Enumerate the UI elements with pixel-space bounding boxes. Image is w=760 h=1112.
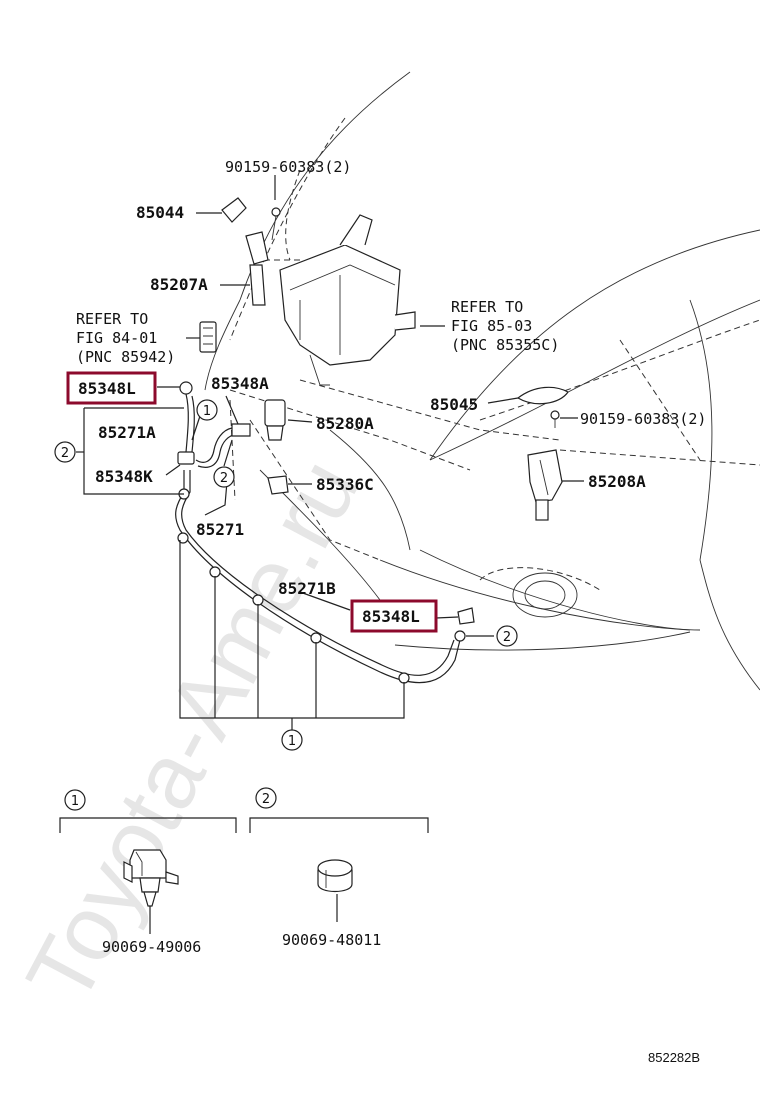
highlight-85348l-top <box>66 371 157 405</box>
svg-text:2: 2 <box>220 471 228 486</box>
label-refer2-l1: REFER TO <box>451 298 523 316</box>
callout-leaders <box>76 175 445 730</box>
label-85336c: 85336C <box>316 475 374 494</box>
pump-85280a <box>264 399 313 441</box>
label-refer2-l3: (PNC 85355C) <box>451 336 559 354</box>
screw-right <box>550 410 578 428</box>
label-90159-top: 90159-60383(2) <box>225 158 351 176</box>
callout-1-a: 1 <box>196 399 218 421</box>
label-85045: 85045 <box>430 395 478 414</box>
bracket-85207a <box>245 207 281 306</box>
svg-text:2: 2 <box>503 630 511 645</box>
label-85271a: 85271A <box>98 423 156 442</box>
body-outline <box>204 71 760 691</box>
hose-assembly <box>157 381 494 684</box>
label-85348k: 85348K <box>95 467 153 486</box>
svg-text:2: 2 <box>262 792 270 807</box>
svg-text:1: 1 <box>203 404 211 419</box>
callout-2-b: 2 <box>213 466 235 488</box>
label-85271: 85271 <box>196 520 244 539</box>
label-90159-right: 90159-60383(2) <box>580 410 706 428</box>
label-85348a: 85348A <box>211 374 269 393</box>
svg-text:2: 2 <box>61 446 69 461</box>
cap-85044 <box>221 197 247 223</box>
label-refer1-l3: (PNC 85942) <box>76 348 175 366</box>
label-90069-48011: 90069-48011 <box>282 931 381 949</box>
cap-85045 <box>516 386 569 405</box>
label-refer1-l2: FIG 84-01 <box>76 329 157 347</box>
label-85207a: 85207A <box>150 275 208 294</box>
washer-tank <box>255 214 416 386</box>
nozzle-85208a <box>527 449 584 521</box>
legend-clip-2: 2 <box>249 787 429 922</box>
label-90069-49006: 90069-49006 <box>102 938 201 956</box>
label-refer2-l2: FIG 85-03 <box>451 317 532 335</box>
connector-84-01 <box>186 321 217 353</box>
svg-text:1: 1 <box>288 734 296 749</box>
label-85348l-mid: 85348L <box>362 607 420 626</box>
label-85280a: 85280A <box>316 414 374 433</box>
diagram-code: 852282B <box>648 1050 700 1065</box>
grommet-85336c <box>267 475 289 495</box>
legend-clip-1: 1 <box>59 789 237 934</box>
callout-2-c: 2 <box>496 625 518 647</box>
highlight-85348l-mid <box>350 599 438 633</box>
label-85044: 85044 <box>136 203 184 222</box>
label-refer1-l1: REFER TO <box>76 310 148 328</box>
label-85208a: 85208A <box>588 472 646 491</box>
labels: 90159-60383(2) 85044 85207A REFER TO FIG… <box>66 158 706 956</box>
svg-text:1: 1 <box>71 794 79 809</box>
callout-2-a: 2 <box>54 441 76 463</box>
label-85348l-top: 85348L <box>78 379 136 398</box>
label-85271b: 85271B <box>278 579 336 598</box>
callout-1-b: 1 <box>281 729 303 751</box>
